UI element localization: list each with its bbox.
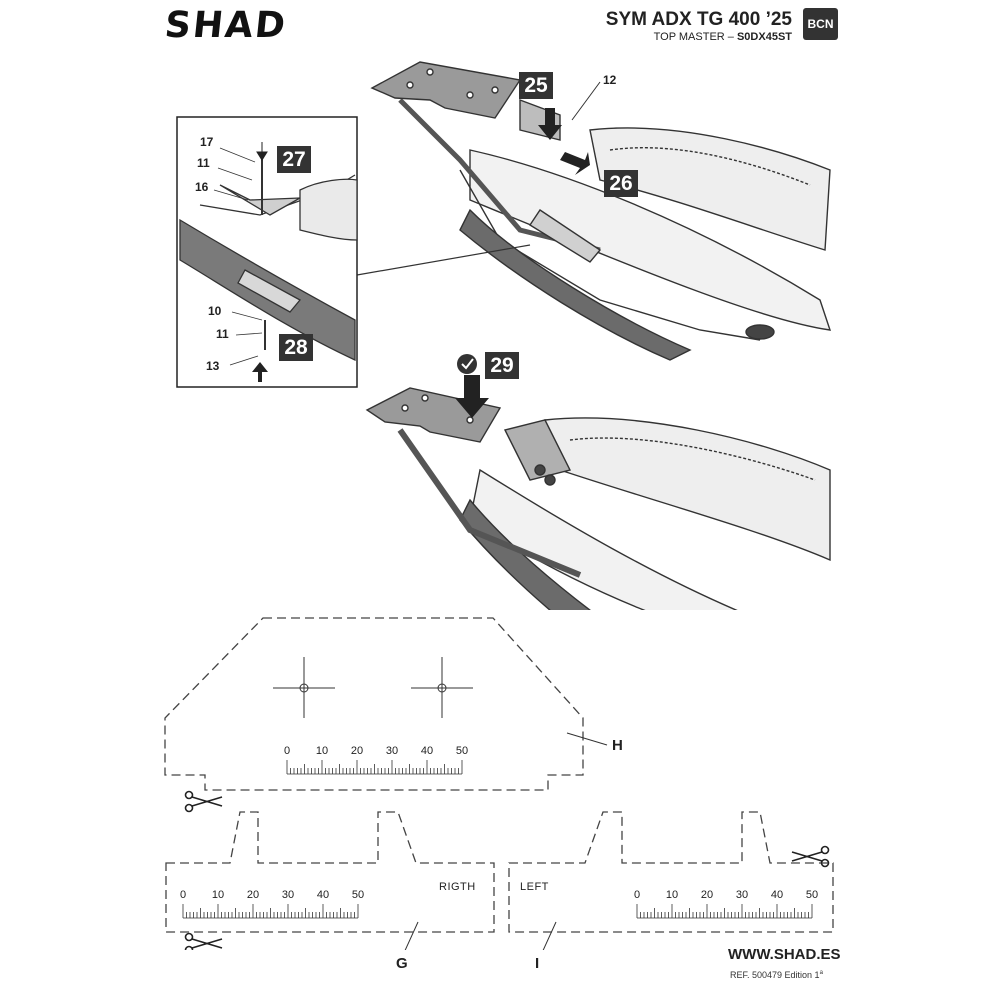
scale-g-labels: 0 10 20 30 40 50 xyxy=(180,889,364,901)
assembly-illustrations xyxy=(176,61,832,610)
leader-13 xyxy=(229,355,259,366)
scale-h-10: 10 xyxy=(316,745,328,757)
leader-12 xyxy=(571,81,601,121)
scale-h-labels: 0 10 20 30 40 50 xyxy=(284,745,468,757)
scale-g-20: 20 xyxy=(247,889,259,901)
product-line: TOP MASTER – S0DX45ST xyxy=(654,31,792,43)
arrow-25-icon xyxy=(538,108,562,140)
reference-text: REF. 500479 Edition 1 xyxy=(730,970,820,980)
bottom-plate-illustration xyxy=(365,387,502,443)
scale-g-40: 40 xyxy=(317,889,329,901)
scale-i-30: 30 xyxy=(736,889,748,901)
part-label-17: 17 xyxy=(200,135,214,149)
scale-i-50: 50 xyxy=(806,889,818,901)
step-26: 26 xyxy=(604,170,638,197)
step-29: 29 xyxy=(485,352,519,379)
leader-16 xyxy=(213,189,249,201)
ruler-g xyxy=(182,904,359,919)
arrow-27-icon xyxy=(256,142,268,161)
scale-h-50: 50 xyxy=(456,745,468,757)
arrow-29-icon xyxy=(455,375,489,418)
part-label-16: 16 xyxy=(195,180,209,194)
step-28: 28 xyxy=(279,334,313,361)
templates-area: 0 10 20 30 40 50 0 10 20 30 40 50 0 10 2… xyxy=(164,617,834,950)
scale-g-50: 50 xyxy=(352,889,364,901)
inset-illustration xyxy=(179,158,358,362)
template-g-label: G xyxy=(396,955,408,972)
top-plate-illustration xyxy=(370,61,561,141)
part-label-12: 12 xyxy=(603,73,617,87)
leader-g xyxy=(404,921,419,950)
scale-i-10: 10 xyxy=(666,889,678,901)
scale-i-0: 0 xyxy=(634,889,640,901)
scale-g-10: 10 xyxy=(212,889,224,901)
scissors-icon xyxy=(791,845,830,868)
template-i-label: I xyxy=(535,955,540,972)
part-label-11-bottom: 11 xyxy=(216,327,229,341)
scale-h-20: 20 xyxy=(351,745,363,757)
part-label-10: 10 xyxy=(208,304,222,318)
template-h-outline xyxy=(164,617,584,791)
website-url: WWW.SHAD.ES xyxy=(728,946,841,963)
leader-11a xyxy=(217,167,253,181)
scale-h-30: 30 xyxy=(386,745,398,757)
scale-i-40: 40 xyxy=(771,889,783,901)
arrow-28-icon xyxy=(252,362,268,382)
model-title: SYM ADX TG 400 ’25 xyxy=(605,9,792,30)
scale-g-0: 0 xyxy=(180,889,186,901)
ruler-h xyxy=(286,760,463,775)
top-motorcycle-illustration xyxy=(398,98,832,361)
bottom-motorcycle-illustration xyxy=(397,417,831,610)
check-mark xyxy=(461,358,474,370)
scale-i-20: 20 xyxy=(701,889,713,901)
check-icon xyxy=(457,354,477,374)
template-i-outline xyxy=(508,811,834,933)
side-label-right: RIGTH xyxy=(439,881,476,893)
bcn-badge: BCN xyxy=(803,8,838,40)
part-label-11-top: 11 xyxy=(197,156,210,170)
leader-h xyxy=(566,732,608,746)
scale-h-40: 40 xyxy=(421,745,433,757)
leader-17 xyxy=(219,147,256,163)
leader-i xyxy=(542,921,557,950)
scissors-icon xyxy=(184,790,223,813)
product-prefix: TOP MASTER – xyxy=(653,31,737,43)
product-code: S0DX45ST xyxy=(736,31,792,43)
inset-connector xyxy=(356,244,531,276)
edition-superscript: a xyxy=(819,970,823,976)
ruler-i xyxy=(636,904,813,919)
arrow-26-icon xyxy=(560,152,590,175)
scale-g-30: 30 xyxy=(282,889,294,901)
template-g-outline xyxy=(165,811,495,933)
leader-11b xyxy=(235,332,263,336)
reference-edition: REF. 500479 Edition 1a xyxy=(730,970,823,980)
leader-10 xyxy=(231,311,263,321)
step-27: 27 xyxy=(277,146,311,173)
scissors-icon xyxy=(184,932,223,950)
crosshairs xyxy=(273,657,473,718)
side-label-left: LEFT xyxy=(520,881,549,893)
scale-i-labels: 0 10 20 30 40 50 xyxy=(634,889,818,901)
scale-h-0: 0 xyxy=(284,745,290,757)
step-25: 25 xyxy=(519,72,553,99)
part-label-13: 13 xyxy=(206,359,220,373)
template-h-label: H xyxy=(612,737,623,754)
